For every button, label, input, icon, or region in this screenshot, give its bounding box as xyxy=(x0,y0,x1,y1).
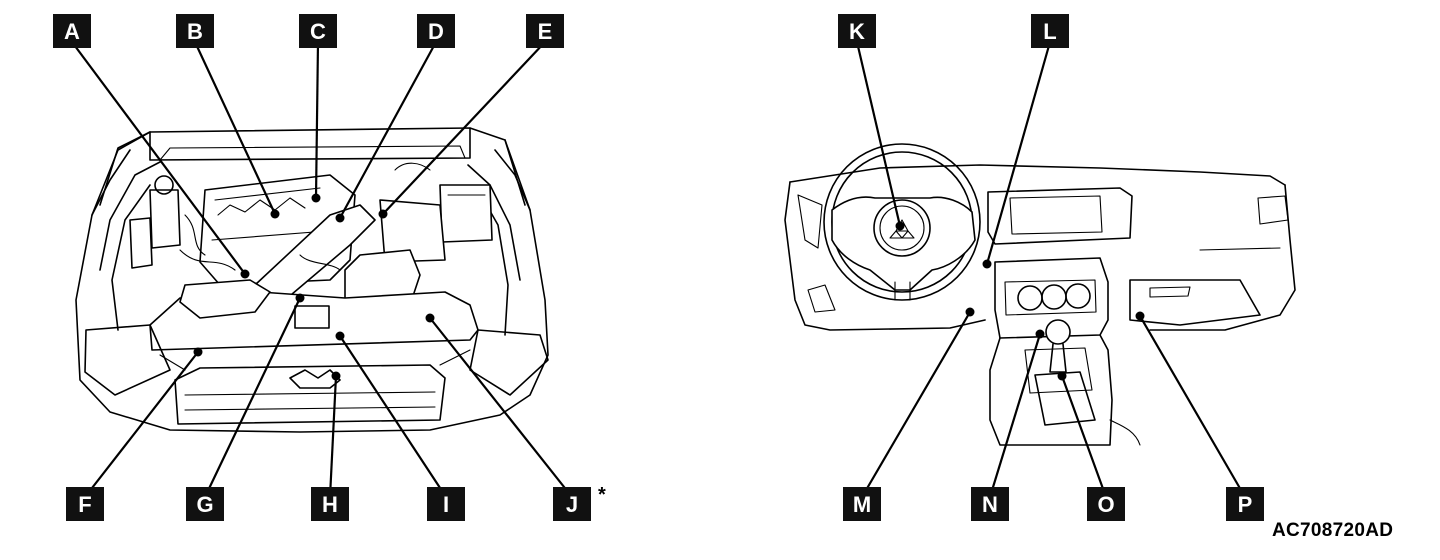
callout-H: H xyxy=(311,487,349,521)
callout-O: O xyxy=(1087,487,1125,521)
callout-G: G xyxy=(186,487,224,521)
point-E xyxy=(378,209,388,219)
point-A xyxy=(240,269,250,279)
callout-I: I xyxy=(427,487,465,521)
leader-lines xyxy=(71,41,1246,498)
point-D xyxy=(335,213,345,223)
point-C xyxy=(311,193,321,203)
point-O xyxy=(1057,371,1067,381)
callout-O-text: O xyxy=(1097,492,1114,517)
callout-P-text: P xyxy=(1238,492,1253,517)
point-M xyxy=(965,307,975,317)
point-N xyxy=(1035,329,1045,339)
point-F xyxy=(193,347,203,357)
callout-F: F xyxy=(66,487,104,521)
callout-K-text: K xyxy=(849,19,865,44)
figure-code: AC708720AD xyxy=(1272,520,1394,541)
point-L xyxy=(982,259,992,269)
callout-E: E xyxy=(526,14,564,48)
target-points xyxy=(193,193,1145,381)
callout-M: M xyxy=(843,487,881,521)
callout-M-text: M xyxy=(853,492,871,517)
callout-G-text: G xyxy=(196,492,213,517)
callout-L-text: L xyxy=(1043,19,1056,44)
point-I xyxy=(335,331,345,341)
callout-J: J xyxy=(553,487,591,521)
callout-C: C xyxy=(299,14,337,48)
callout-A-text: A xyxy=(64,19,80,44)
callout-B: B xyxy=(176,14,214,48)
point-J xyxy=(425,313,435,323)
callout-D: D xyxy=(417,14,455,48)
callout-H-text: H xyxy=(322,492,338,517)
callout-D-text: D xyxy=(428,19,444,44)
callout-I-text: I xyxy=(443,492,449,517)
callout-N-text: N xyxy=(982,492,998,517)
callout-J-text: J xyxy=(566,492,578,517)
point-G xyxy=(295,293,305,303)
footnote-asterisk: * xyxy=(598,484,606,506)
callout-B-text: B xyxy=(187,19,203,44)
callout-A: A xyxy=(53,14,91,48)
dashboard-illustration xyxy=(784,143,1296,446)
callout-C-text: C xyxy=(310,19,326,44)
point-K xyxy=(895,221,905,231)
point-P xyxy=(1135,311,1145,321)
point-B xyxy=(270,209,280,219)
callout-F-text: F xyxy=(78,492,91,517)
callout-P: P xyxy=(1226,487,1264,521)
callout-N: N xyxy=(971,487,1009,521)
callout-L: L xyxy=(1031,14,1069,48)
engine-bay-illustration xyxy=(75,127,549,433)
point-H xyxy=(331,371,341,381)
callout-E-text: E xyxy=(538,19,553,44)
callout-K: K xyxy=(838,14,876,48)
